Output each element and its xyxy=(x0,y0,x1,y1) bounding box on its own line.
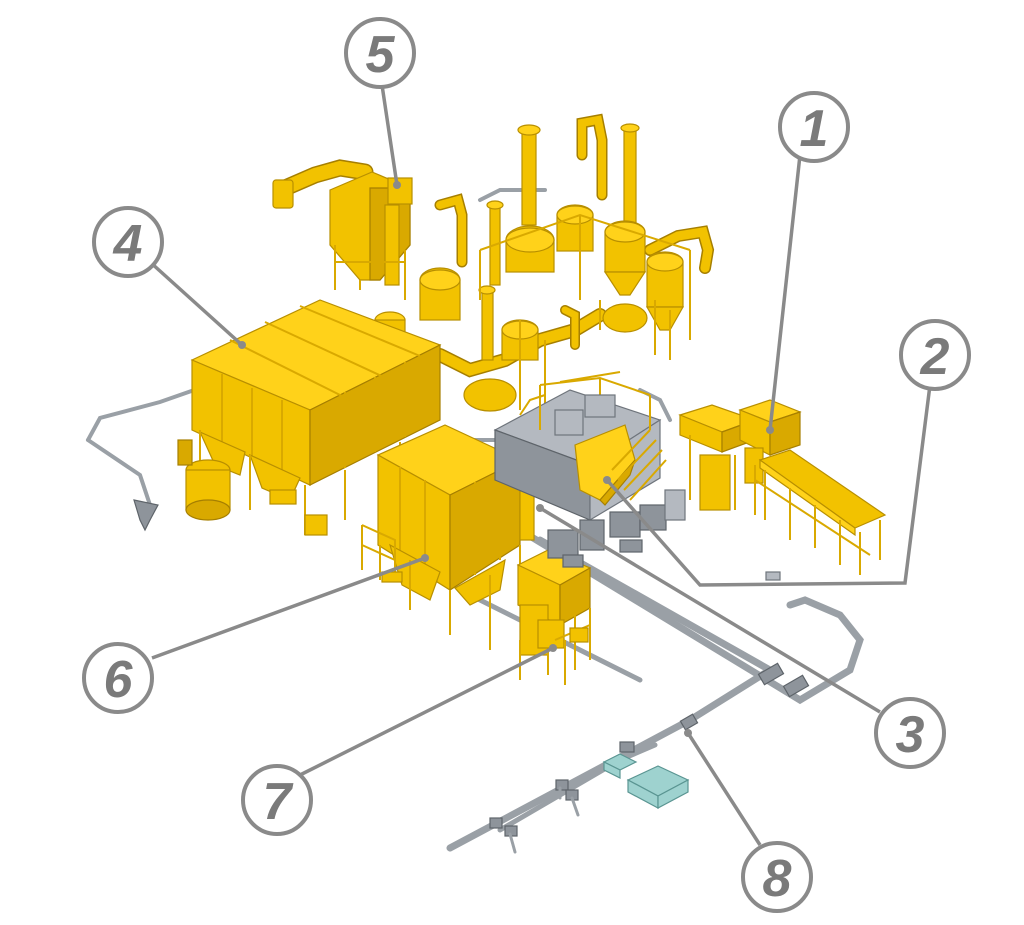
callout-8: 8 xyxy=(741,841,813,913)
conveying-pipelines xyxy=(86,188,864,854)
packing-unit-7 xyxy=(516,549,592,685)
leader-line-1 xyxy=(768,154,802,431)
leader-line-3 xyxy=(539,506,881,714)
central-module-3 xyxy=(493,371,686,568)
leader-line-5 xyxy=(380,84,399,186)
process-plant-5 xyxy=(272,113,715,420)
leader-line-2 xyxy=(605,384,932,587)
leader-line-8 xyxy=(686,732,762,846)
callout-6: 6 xyxy=(82,642,154,714)
conveyor-2 xyxy=(754,449,887,575)
callout-5: 5 xyxy=(344,17,416,89)
callout-label-6: 6 xyxy=(104,651,134,709)
callout-label-7: 7 xyxy=(263,773,294,831)
callout-label-8: 8 xyxy=(763,850,792,908)
leader-line-4 xyxy=(148,260,244,347)
filter-house-4 xyxy=(177,299,442,536)
feed-unit-1 xyxy=(678,399,802,515)
filter-house-6 xyxy=(361,424,535,650)
callout-4: 4 xyxy=(92,206,164,278)
callout-label-1: 1 xyxy=(800,100,829,158)
leader-line-6 xyxy=(151,556,426,660)
callout-7: 7 xyxy=(241,764,313,836)
leader-lines xyxy=(148,84,932,846)
callout-3: 3 xyxy=(874,697,946,769)
callout-label-4: 4 xyxy=(113,215,143,273)
callout-label-5: 5 xyxy=(366,26,396,84)
callout-1: 1 xyxy=(778,91,850,163)
callout-2: 2 xyxy=(899,319,971,391)
callout-label-2: 2 xyxy=(920,328,950,386)
leader-line-7 xyxy=(299,646,554,777)
callout-label-3: 3 xyxy=(896,706,925,764)
